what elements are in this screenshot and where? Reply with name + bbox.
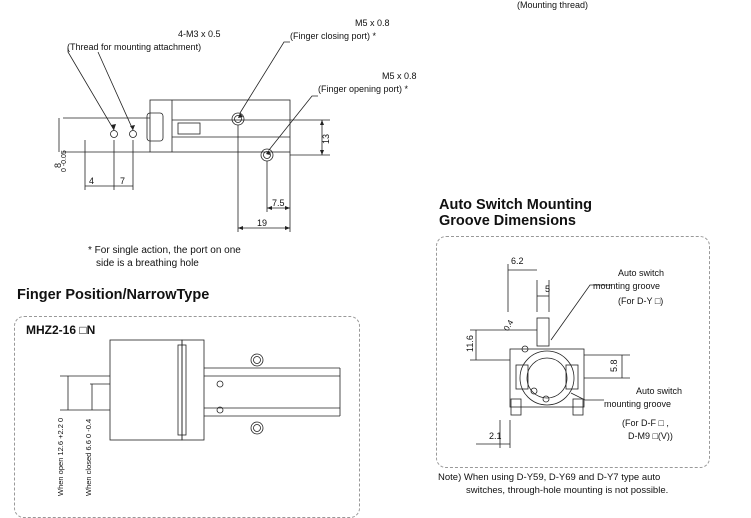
dim-closed-label: When closed 6.6 0 -0.4: [84, 418, 93, 496]
groove1-line-1: Auto switch: [618, 268, 665, 278]
finger-position-panel: [14, 316, 360, 518]
groove1-line-2: mounting groove: [593, 281, 661, 291]
dim-open-label: When open 12.6 +2.2 0: [56, 417, 65, 496]
groove2-line-2: mounting groove: [604, 399, 672, 409]
opening-port: [260, 148, 274, 162]
finger-pin-upper: [216, 380, 224, 388]
mount-thread-desc: (Thread for mounting attachment): [67, 42, 202, 52]
note-line-2: switches, through-hole mounting is not p…: [466, 485, 669, 496]
closing-port: [231, 112, 245, 126]
opening-port-size: M5 x 0.8: [382, 71, 417, 81]
dim-5: 5: [545, 284, 551, 294]
groove-switch-hole-1: [530, 387, 538, 395]
groove2-line-1: Auto switch: [636, 386, 683, 396]
mounting-thread-label: (Mounting thread): [517, 0, 589, 10]
groove2-line-3: (For D-F □ ,: [622, 418, 669, 428]
dim-19: 19: [257, 218, 268, 228]
groove-switch-hole-2: [542, 395, 550, 403]
technical-drawing: [58, 41, 630, 448]
dim-13: 13: [321, 133, 331, 144]
dim-7-5: 7.5: [272, 198, 285, 208]
groove-title-line-2: Groove Dimensions: [439, 213, 576, 229]
closing-port-size: M5 x 0.8: [355, 18, 390, 28]
finger-hole-upper: [250, 353, 264, 367]
dim-6-2: 6.2: [511, 256, 524, 266]
mount-thread-size: 4-M3 x 0.5: [178, 29, 221, 39]
dim-8-tolerance: 0 -0.05: [61, 150, 68, 172]
groove-slot-top: [536, 317, 550, 347]
dim-7: 7: [120, 176, 126, 186]
closing-port-desc: (Finger closing port) *: [290, 31, 377, 41]
groove1-line-3: (For D-Y □): [618, 296, 664, 306]
cylinder-body-outline: [149, 99, 291, 153]
mount-hole-right: [129, 130, 137, 138]
groove-title-line-1: Auto Switch Mounting: [439, 197, 593, 213]
dim-2-1: 2.1: [489, 431, 502, 441]
groove-panel: [436, 236, 710, 468]
finger-model-label: MHZ2-16 □N: [26, 323, 96, 337]
groove2-line-4: D-M9 □(V)): [628, 431, 673, 441]
footnote-line-1: * For single action, the port on one: [88, 245, 241, 256]
finger-pin-lower: [216, 406, 224, 414]
dim-5-8: 5.8: [609, 359, 619, 372]
mount-hole-left: [110, 130, 118, 138]
groove-body-circle: [519, 350, 575, 406]
opening-port-desc: (Finger opening port) *: [318, 84, 409, 94]
footnote-line-2: side is a breathing hole: [96, 258, 199, 269]
finger-position-title: Finger Position/NarrowType: [17, 287, 210, 303]
end-cap: [146, 112, 164, 142]
finger-hole-lower: [250, 421, 264, 435]
dim-4: 4: [89, 176, 95, 186]
dim-11-6: 11.6: [465, 335, 475, 352]
note-line-1: Note) When using D-Y59, D-Y69 and D-Y7 t…: [438, 472, 661, 483]
